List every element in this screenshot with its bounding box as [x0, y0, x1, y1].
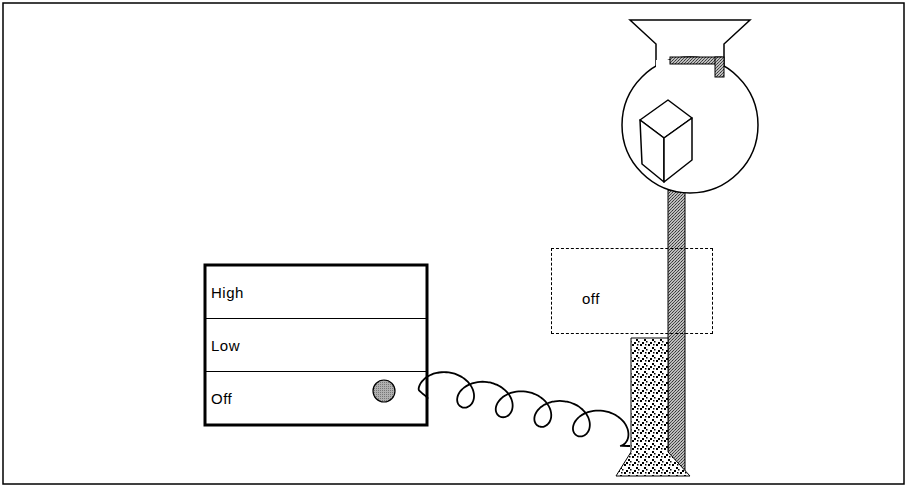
switch-row: Low — [205, 318, 427, 372]
switch-label: off — [582, 290, 600, 307]
clamp — [715, 57, 724, 77]
clamp — [670, 57, 722, 64]
switch-label: High — [211, 284, 244, 301]
burner — [616, 338, 690, 476]
flask-neck — [630, 20, 750, 66]
switch-label: Low — [211, 337, 240, 354]
support-stem — [668, 190, 685, 472]
switch-label: Off — [211, 390, 232, 407]
frame — [3, 3, 904, 484]
switch-row: Off — [205, 371, 427, 425]
cube — [640, 100, 692, 182]
selector-knob — [373, 380, 395, 402]
coiled-wire — [419, 372, 630, 446]
coiled-wire — [419, 372, 630, 446]
state-label-box: off — [551, 248, 713, 334]
control-panel — [205, 265, 427, 425]
flask-bulb — [622, 57, 758, 193]
switch-row: High — [205, 265, 427, 319]
